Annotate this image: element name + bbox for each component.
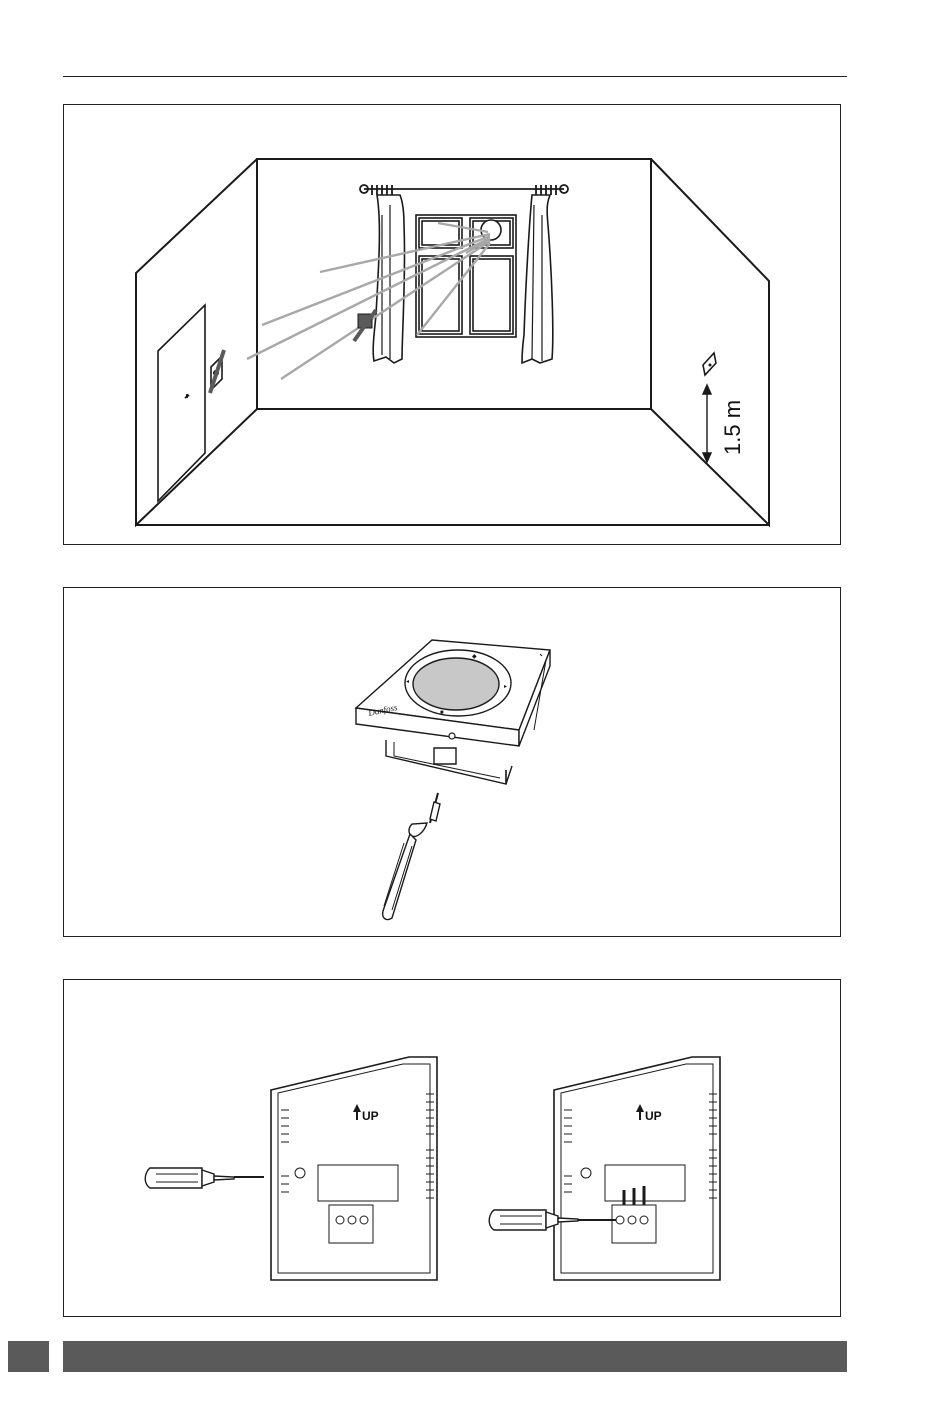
door: [158, 305, 205, 501]
draught-lines: [247, 223, 490, 379]
room-placement-figure: 1.5 m: [63, 104, 841, 545]
dial-center: [413, 658, 499, 710]
page-number-box: [8, 1341, 49, 1372]
recommended-thermostat: [703, 353, 716, 375]
release-button: [449, 733, 455, 739]
height-dimension-arrow: [703, 385, 711, 462]
screwdriver-left: [145, 1168, 264, 1188]
left-wall: [136, 159, 257, 525]
height-label: 1.5 m: [720, 400, 745, 455]
up-label-left: UP: [362, 1109, 379, 1123]
curtain-rod: [360, 185, 568, 195]
right-wall: [651, 159, 769, 525]
up-label-right: UP: [645, 1109, 662, 1123]
thermostat-at-window: [481, 220, 501, 240]
backplate-right: UP: [554, 1057, 720, 1280]
dial-mark-bottom: ■: [440, 710, 444, 716]
footer-bar: [63, 1341, 847, 1372]
thermostat-removal-figure: ◆ ▸ ■ ◂ Danfoss: [63, 587, 841, 937]
dial-mark-left: ◂: [406, 679, 409, 685]
crossed-thermostat-back-wall: [354, 310, 376, 341]
dial-mark-top: ◆: [472, 654, 477, 660]
backplate-wiring-figure: UP: [63, 979, 841, 1317]
screwdriver: [383, 793, 440, 920]
back-wall: [257, 159, 651, 409]
thermostat-illustration: ◆ ▸ ■ ◂ Danfoss: [64, 588, 842, 938]
backplate-left: UP: [271, 1057, 437, 1280]
header-rule: [63, 76, 847, 77]
crossed-thermostat-left-wall: [210, 350, 224, 393]
backplate-illustration: UP: [64, 980, 842, 1318]
dial-mark-right: ▸: [504, 684, 507, 690]
room-illustration: 1.5 m: [64, 105, 842, 546]
